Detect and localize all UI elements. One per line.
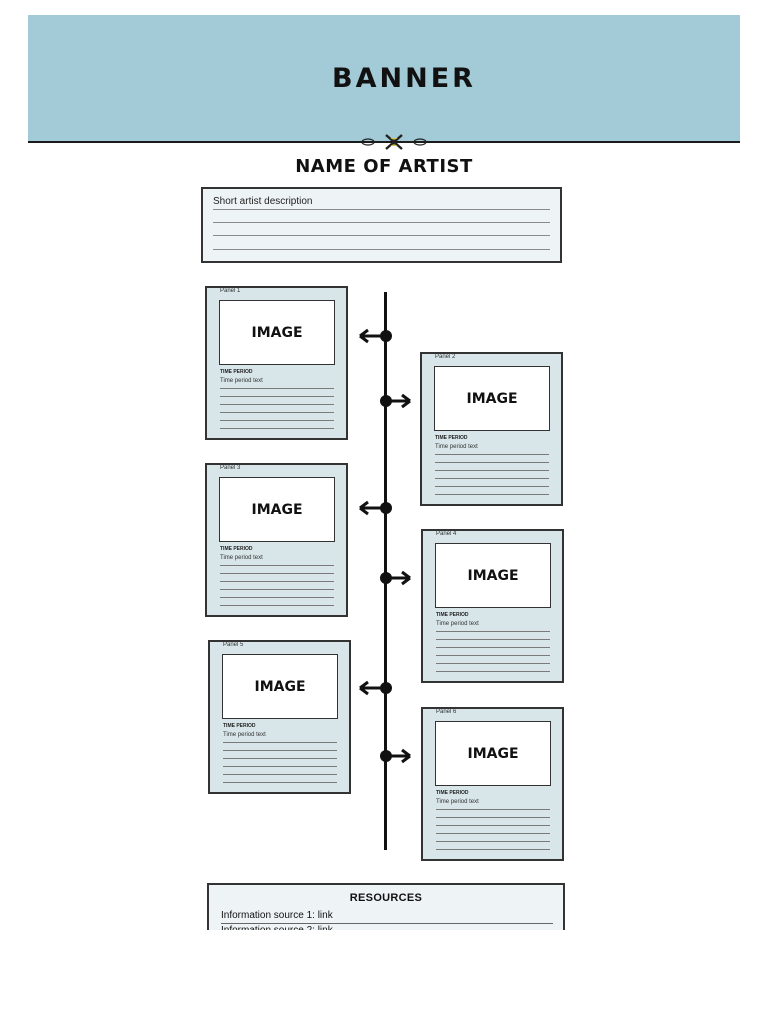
panel-image: IMAGE <box>435 543 551 608</box>
panel-image-label: IMAGE <box>251 501 303 518</box>
panel-image-label: IMAGE <box>467 745 519 762</box>
panel-label: Panel 6 <box>436 709 457 715</box>
panel-line <box>223 766 337 767</box>
panel-line <box>223 782 337 783</box>
panel-image-label: IMAGE <box>254 678 306 695</box>
panel-period-text: Time period text <box>435 444 478 450</box>
ornament-icon <box>361 134 427 150</box>
panel-period-text: Time period text <box>436 799 479 805</box>
description-line <box>213 235 550 236</box>
arrow-right-icon <box>380 570 411 586</box>
panel-period-heading: TIME PERIOD <box>436 612 469 618</box>
panel-period-heading: TIME PERIOD <box>436 790 469 796</box>
panel-image: IMAGE <box>435 721 551 786</box>
description-label: Short artist description <box>213 196 313 207</box>
panel-image-label: IMAGE <box>466 390 518 407</box>
timeline-panel: Panel 6 IMAGE TIME PERIOD Time period te… <box>421 707 564 861</box>
panel-line <box>436 841 550 842</box>
page-bottom <box>0 930 768 1024</box>
panel-line <box>435 478 549 479</box>
resource-item[interactable]: Information source 1: link <box>221 910 333 921</box>
panel-line <box>436 655 550 656</box>
panel-line <box>220 581 334 582</box>
panel-image-label: IMAGE <box>251 324 303 341</box>
panel-image: IMAGE <box>219 300 335 365</box>
panel-line <box>436 849 550 850</box>
banner-title: BANNER <box>332 63 476 94</box>
panel-label: Panel 1 <box>220 288 241 294</box>
panel-period-text: Time period text <box>223 732 266 738</box>
panel-line <box>436 671 550 672</box>
panel-label: Panel 5 <box>223 642 244 648</box>
timeline-panel: Panel 3 IMAGE TIME PERIOD Time period te… <box>205 463 348 617</box>
panel-period-text: Time period text <box>220 378 263 384</box>
timeline-axis <box>384 292 387 850</box>
panel-line <box>220 420 334 421</box>
panel-image: IMAGE <box>434 366 550 431</box>
panel-line <box>223 750 337 751</box>
description-line <box>213 222 550 223</box>
panel-line <box>435 454 549 455</box>
panel-line <box>436 647 550 648</box>
arrow-left-icon <box>359 680 392 696</box>
panel-line <box>435 486 549 487</box>
banner: BANNER <box>28 15 740 142</box>
timeline-panel: Panel 4 IMAGE TIME PERIOD Time period te… <box>421 529 564 683</box>
panel-line <box>436 833 550 834</box>
panel-line <box>220 589 334 590</box>
panel-period-heading: TIME PERIOD <box>220 546 253 552</box>
panel-line <box>435 462 549 463</box>
panel-image: IMAGE <box>219 477 335 542</box>
panel-line <box>436 631 550 632</box>
panel-line <box>435 494 549 495</box>
panel-line <box>435 470 549 471</box>
artist-name: NAME OF ARTIST <box>295 156 473 177</box>
arrow-left-icon <box>359 500 392 516</box>
panel-line <box>220 412 334 413</box>
panel-image-label: IMAGE <box>467 567 519 584</box>
panel-line <box>220 396 334 397</box>
panel-line <box>223 742 337 743</box>
panel-line <box>220 605 334 606</box>
panel-period-heading: TIME PERIOD <box>435 435 468 441</box>
panel-line <box>223 758 337 759</box>
panel-line <box>436 825 550 826</box>
panel-label: Panel 3 <box>220 465 241 471</box>
panel-line <box>436 639 550 640</box>
panel-line <box>220 565 334 566</box>
panel-period-text: Time period text <box>220 555 263 561</box>
timeline-panel: Panel 5 IMAGE TIME PERIOD Time period te… <box>208 640 351 794</box>
panel-line <box>220 404 334 405</box>
timeline-panel: Panel 2 IMAGE TIME PERIOD Time period te… <box>420 352 563 506</box>
panel-line <box>223 774 337 775</box>
description-line <box>213 209 550 210</box>
resource-line <box>221 923 553 924</box>
panel-line <box>220 573 334 574</box>
panel-period-heading: TIME PERIOD <box>220 369 253 375</box>
artist-description-box: Short artist description <box>201 187 562 263</box>
panel-line <box>220 428 334 429</box>
panel-line <box>436 809 550 810</box>
panel-image: IMAGE <box>222 654 338 719</box>
panel-period-text: Time period text <box>436 621 479 627</box>
description-line <box>213 249 550 250</box>
panel-line <box>220 388 334 389</box>
arrow-left-icon <box>359 328 392 344</box>
panel-period-heading: TIME PERIOD <box>223 723 256 729</box>
panel-line <box>220 597 334 598</box>
panel-label: Panel 2 <box>435 354 456 360</box>
arrow-right-icon <box>380 748 411 764</box>
panel-line <box>436 817 550 818</box>
resources-title: RESOURCES <box>349 892 423 904</box>
panel-line <box>436 663 550 664</box>
timeline-panel: Panel 1 IMAGE TIME PERIOD Time period te… <box>205 286 348 440</box>
panel-label: Panel 4 <box>436 531 457 537</box>
arrow-right-icon <box>380 393 411 409</box>
